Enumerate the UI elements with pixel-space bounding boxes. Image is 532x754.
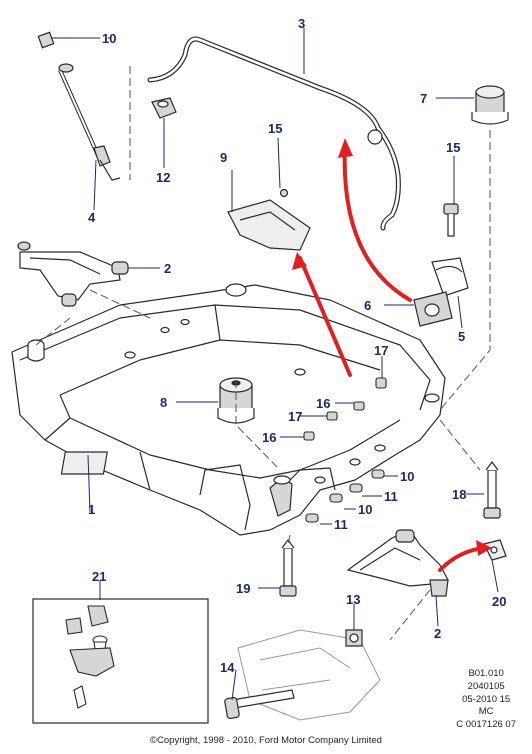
stabilizer-bush-clip	[151, 97, 177, 119]
copyright-notice: ©Copyright, 1998 - 2010, Ford Motor Comp…	[150, 735, 382, 746]
callout-13: 13	[346, 592, 360, 607]
stabilizer-bracket	[227, 188, 311, 251]
callout-labels: 1 2 2 3 4 5 6 7 8 9 10 10 10 11 11 12 13…	[88, 16, 506, 675]
callout-18: 18	[452, 487, 466, 502]
callout-16-left: 16	[262, 430, 276, 445]
callout-6: 6	[364, 298, 371, 313]
callout-15-right: 15	[446, 140, 460, 155]
stabilizer-bush	[413, 291, 453, 327]
reference-line-1: B01.010	[468, 668, 504, 679]
callout-14: 14	[220, 660, 235, 675]
reference-lines	[35, 66, 491, 641]
small-fasteners	[303, 377, 387, 523]
callout-8: 8	[160, 395, 167, 410]
callout-9: 9	[220, 150, 227, 165]
callout-1: 1	[88, 502, 95, 517]
callout-leaders	[52, 28, 499, 701]
callout-11-lower: 11	[334, 517, 348, 532]
highlight-arrowheads	[292, 138, 492, 556]
callout-11-upper: 11	[384, 489, 398, 504]
lower-arm-right	[346, 529, 449, 597]
reference-line-2: 2040105	[467, 680, 505, 692]
callout-10-top: 10	[102, 31, 116, 46]
subframe-bolt-left	[279, 539, 297, 597]
red-arrow-frame-to-bracket	[298, 256, 352, 377]
reference-line-3: 05-2010 15	[462, 693, 511, 705]
callout-20: 20	[492, 594, 506, 609]
upper-mount-bush	[471, 85, 509, 125]
reference-line-4: MC	[478, 706, 494, 718]
clamp-bolt	[443, 203, 459, 237]
callout-17-right: 17	[374, 343, 388, 358]
callout-2-upper: 2	[164, 261, 171, 276]
callout-4: 4	[88, 210, 96, 225]
knuckle-bush	[345, 629, 363, 647]
ball-joint-inset	[32, 598, 209, 724]
reference-line-5: C 0017126 07	[456, 719, 516, 731]
callout-2-lower: 2	[434, 626, 441, 641]
stabilizer-link	[37, 31, 121, 181]
stabilizer-clamp	[431, 257, 469, 297]
lower-arm-left	[17, 241, 129, 307]
reference-block: B01.010 2040105 05-2010 15 MC C 0017126 …	[456, 668, 516, 732]
callout-5: 5	[458, 329, 465, 344]
subframe-bolt-right	[483, 461, 501, 519]
callout-3: 3	[298, 16, 305, 31]
callout-7: 7	[420, 91, 427, 106]
callout-21: 21	[92, 569, 106, 584]
callout-12: 12	[156, 170, 170, 185]
callout-16-right: 16	[316, 396, 330, 411]
callout-10-mid: 10	[400, 469, 414, 484]
callout-17-left: 17	[288, 409, 302, 424]
stabilizer-bar-bush-ring	[367, 129, 383, 145]
callout-15-left: 15	[268, 121, 282, 136]
ball-joint-bracket	[483, 539, 507, 561]
red-arrow-bush-to-bar	[342, 143, 412, 302]
knuckle-bolt	[224, 689, 295, 720]
stabilizer-bar-inner	[148, 37, 400, 230]
callout-19: 19	[236, 581, 250, 596]
callout-10-low: 10	[358, 502, 372, 517]
